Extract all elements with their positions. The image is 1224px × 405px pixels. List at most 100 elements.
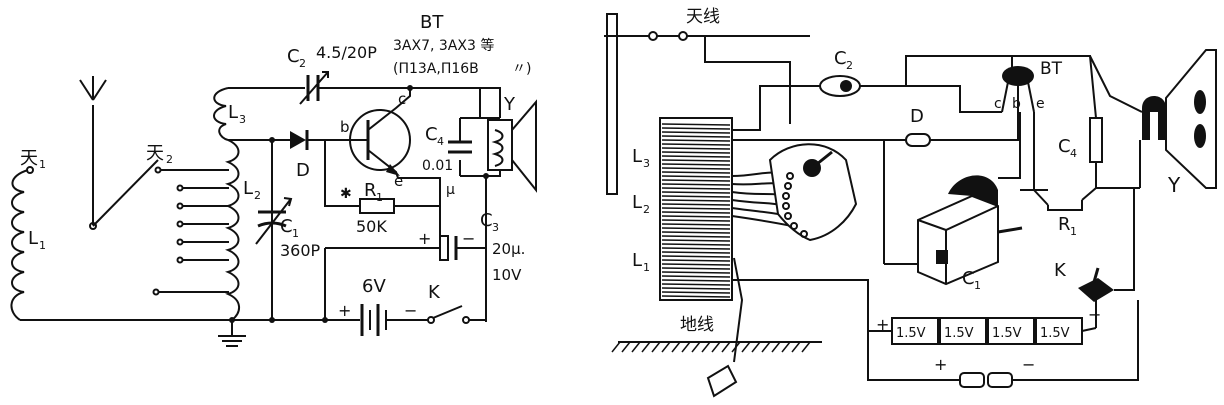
coil-winding bbox=[661, 135, 731, 138]
hatch-stroke bbox=[661, 341, 671, 353]
coil-winding bbox=[661, 179, 731, 182]
label-L1: L bbox=[28, 228, 38, 249]
coil-winding bbox=[661, 283, 731, 286]
coil-winding bbox=[661, 275, 731, 278]
label-wiring-C1-sub: 1 bbox=[974, 279, 981, 292]
coil-winding bbox=[661, 203, 731, 206]
coil-winding bbox=[661, 227, 731, 230]
coil-winding bbox=[661, 143, 731, 146]
coil-winding bbox=[661, 147, 731, 150]
coil-winding bbox=[661, 207, 731, 210]
wiring-capacitor-C2 bbox=[819, 75, 861, 97]
hatch-stroke bbox=[761, 341, 771, 353]
coil-winding bbox=[661, 259, 731, 262]
label-speaker-Y: Y bbox=[503, 94, 516, 115]
coil-L2-taps bbox=[152, 166, 229, 296]
label-L3-sub: 3 bbox=[239, 113, 246, 126]
hatch-stroke bbox=[691, 341, 701, 353]
hatch-stroke bbox=[611, 341, 621, 353]
wire-speaker-top bbox=[1089, 55, 1143, 113]
coil-winding bbox=[661, 123, 731, 126]
wiring-transistor-BT bbox=[1001, 66, 1035, 113]
coil-winding bbox=[661, 159, 731, 162]
label-antenna2: 天 bbox=[146, 143, 164, 164]
label-antenna: 天线 bbox=[686, 7, 720, 27]
wire-switch bbox=[1095, 188, 1135, 328]
coil-winding bbox=[661, 239, 731, 242]
label-battery-minus: − bbox=[1088, 305, 1101, 324]
insulator bbox=[648, 31, 658, 41]
wire-diode-tuning bbox=[883, 139, 906, 264]
wire-collector-load bbox=[410, 87, 501, 118]
coil-winding bbox=[661, 219, 731, 222]
label-R1-sub: 1 bbox=[376, 191, 383, 204]
label-wiring-Y: Y bbox=[1167, 173, 1181, 197]
selector-arm bbox=[92, 159, 159, 227]
coil-winding bbox=[661, 155, 731, 158]
label-wiring-L2-sub: 2 bbox=[643, 203, 650, 216]
hatch-stroke bbox=[671, 341, 681, 353]
wiring-capacitor-C1 bbox=[917, 175, 1023, 286]
coil-winding bbox=[661, 187, 731, 190]
hatch-stroke bbox=[781, 341, 791, 353]
ground-hatch bbox=[611, 341, 811, 353]
label-R1-value: 50K bbox=[356, 217, 387, 236]
capacitor-C3 bbox=[439, 235, 486, 261]
hatch-stroke bbox=[801, 341, 811, 353]
coil-winding bbox=[661, 243, 731, 246]
label-wiring-L2: L bbox=[632, 192, 642, 213]
coil-winding bbox=[661, 251, 731, 254]
label-cell-1: 1.5V bbox=[896, 326, 926, 341]
label-L3: L bbox=[228, 102, 238, 123]
label-C3-minus: − bbox=[1022, 355, 1035, 374]
coil-winding bbox=[661, 231, 731, 234]
coil-winding bbox=[661, 167, 731, 170]
label-wiring-R1-sub: 1 bbox=[1070, 225, 1077, 238]
wire-C1-top bbox=[998, 112, 1021, 179]
coil-winding bbox=[661, 191, 731, 194]
antenna-mast bbox=[606, 13, 618, 195]
label-C1-sub: 1 bbox=[292, 227, 299, 240]
label-wiring-R1: R bbox=[1058, 214, 1071, 235]
label-battery-minus: − bbox=[404, 301, 417, 320]
label-battery-plus: + bbox=[338, 301, 351, 320]
label-ground: 地线 bbox=[680, 315, 714, 335]
hatch-stroke bbox=[651, 341, 661, 353]
label-pin-e: e bbox=[394, 172, 403, 190]
ground-symbol bbox=[218, 320, 246, 347]
hatch-stroke bbox=[791, 341, 801, 353]
wiring-resistor-R1 bbox=[1047, 200, 1083, 211]
label-bt-title: BT bbox=[420, 12, 444, 33]
label-L2: L bbox=[243, 178, 253, 199]
label-wiring-K: K bbox=[1054, 260, 1067, 281]
hatch-stroke bbox=[631, 341, 641, 353]
diode-D bbox=[272, 130, 352, 150]
label-wiring-C4-sub: 4 bbox=[1070, 147, 1077, 160]
label-C3-value1: 20μ. bbox=[492, 240, 525, 258]
label-wiring-L1-sub: 1 bbox=[643, 261, 650, 274]
label-wiring-C2-sub: 2 bbox=[846, 59, 853, 72]
label-C3-sub: 3 bbox=[492, 221, 499, 234]
antenna-symbol bbox=[79, 76, 107, 225]
wire-antenna-lead bbox=[704, 36, 791, 124]
label-pin-c: c bbox=[398, 90, 406, 108]
wiring-capacitor-C4 bbox=[1089, 117, 1103, 163]
hatch-stroke bbox=[721, 341, 731, 353]
label-wiring-pin-b: b bbox=[1012, 96, 1021, 112]
hatch-stroke bbox=[711, 341, 721, 353]
label-C3-plus: + bbox=[418, 229, 431, 248]
label-wiring-C4: C bbox=[1058, 136, 1071, 157]
label-R1-mark: ✱ bbox=[340, 186, 352, 202]
label-C4-sub: 4 bbox=[437, 135, 444, 148]
label-C3-minus: − bbox=[462, 229, 475, 248]
label-C2-value: 4.5/20P bbox=[316, 43, 377, 62]
capacitor-C4 bbox=[448, 117, 500, 176]
wiring-capacitor-C3 bbox=[959, 372, 1013, 388]
label-C2: C bbox=[287, 46, 300, 67]
wiring-diode-D bbox=[905, 133, 931, 147]
wiring-switch-K bbox=[1078, 267, 1114, 302]
resistor-R1 bbox=[359, 198, 395, 214]
battery-6V bbox=[360, 304, 387, 336]
coil-L1 bbox=[10, 169, 29, 321]
